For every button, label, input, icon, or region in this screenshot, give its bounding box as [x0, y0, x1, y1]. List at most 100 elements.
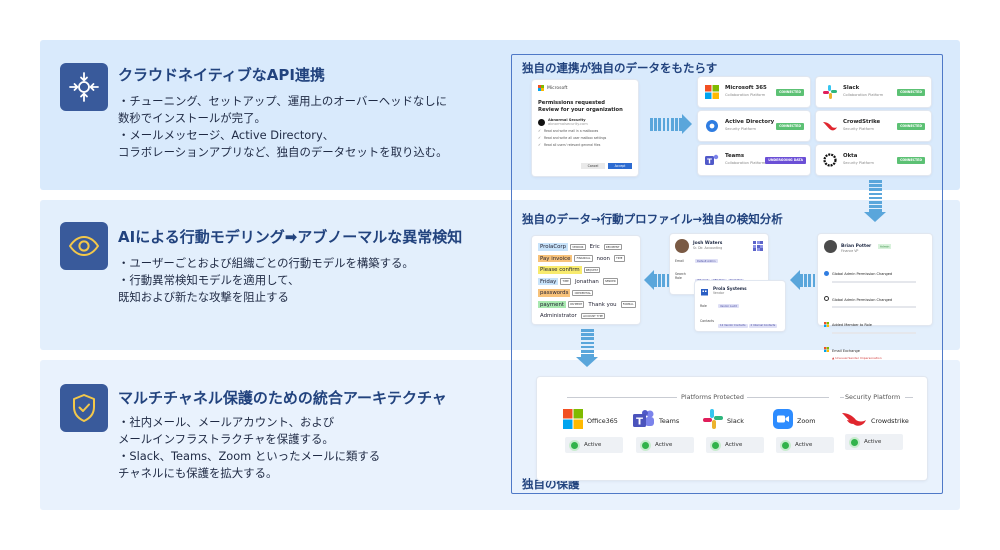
- integration-name: CrowdStrike: [843, 119, 881, 125]
- highlight-text: Pay invoice: [538, 254, 573, 263]
- avatar: [824, 240, 837, 253]
- teams-icon: T: [704, 152, 720, 168]
- flow-arrow-left: [790, 270, 820, 290]
- integration-name: Okta: [843, 153, 858, 159]
- status-label: Active: [655, 442, 673, 448]
- flow-label-analysis: 独自のデータ→行動プロファイル→独自の検知分析: [522, 212, 783, 226]
- flow-label-protection: 独自の保護: [522, 477, 580, 491]
- field-label: Email: [675, 259, 684, 264]
- integration-type: Security Platform: [843, 161, 875, 165]
- status-dot: [642, 441, 649, 449]
- integration-name: Microsoft 365: [725, 85, 767, 91]
- highlight-text: Administrator: [540, 313, 577, 319]
- semantic-tags-card: ProlaCorp VENDOR Eric RECIPIENT Pay invo…: [532, 236, 640, 324]
- vendor-profile-card: Prola Systems Vendor Role Vendor Audit C…: [695, 281, 785, 331]
- highlight-text: payment: [538, 300, 567, 309]
- microsoft-icon: [824, 337, 829, 352]
- status-label: Active: [725, 442, 743, 448]
- role-chip: Slack Eng: [727, 278, 745, 284]
- profile-role: Sr. Dir. Accounting: [693, 246, 723, 250]
- okta-icon: [824, 286, 829, 301]
- entity-tag: FINANCIAL: [574, 255, 593, 262]
- highlight-text: Friday: [538, 277, 559, 286]
- status-badge: UNDERGOING DATA: [765, 156, 806, 164]
- entity-tag: CREDENTIAL: [572, 289, 594, 297]
- active-status: Active: [636, 437, 694, 453]
- integration-name: Slack: [843, 85, 860, 91]
- focus-arrows-icon: [60, 63, 108, 111]
- alert-label: Unusual Sender Impersonation: [835, 355, 882, 360]
- accept-button[interactable]: Accept: [608, 163, 632, 169]
- role-chip: IDS Acct: [695, 278, 710, 284]
- integration-type: Security Platform: [843, 127, 875, 131]
- shield-check-icon: [60, 384, 108, 432]
- integration-name: Active Directory: [725, 119, 775, 125]
- user-profile-card: Josh Waters Sr. Dir. Accounting Email De…: [670, 234, 768, 294]
- integration-type: Security Platform: [725, 127, 757, 131]
- highlight-text: noon: [596, 255, 610, 262]
- integration-type: Collaboration Platform: [725, 93, 766, 97]
- admin-badge: Admin: [878, 243, 891, 249]
- app-avatar: [538, 118, 545, 126]
- event-label: Global Admin Permission Changed: [832, 297, 893, 302]
- microsoft-icon: [538, 85, 544, 91]
- permission-title: Permissions requested: [538, 100, 605, 106]
- active-status: Active: [776, 437, 834, 453]
- profile-name: Brian Potter: [841, 244, 872, 249]
- highlight-text: Eric: [589, 244, 600, 250]
- qr-icon: [753, 241, 763, 251]
- role-chip: 2 Internal Contacts: [748, 323, 778, 329]
- section-title: AIによる行動モデリング➡アブノーマルな異常検知: [118, 228, 463, 246]
- platform-item: Zoom: [773, 409, 815, 433]
- field-label: Role: [700, 304, 707, 309]
- integration-name: Teams: [725, 153, 745, 159]
- bullet: ・社内メール、メールアカウント、および: [118, 415, 335, 429]
- status-label: Active: [864, 439, 882, 445]
- flow-arrow-down: [864, 180, 886, 222]
- role-chip: ABC Rule: [710, 278, 727, 284]
- status-badge: CONNECTED: [897, 122, 925, 130]
- entity-tag: REQUEST: [583, 266, 601, 274]
- event-label: Added Member to Role: [832, 323, 872, 327]
- crowdstrike-icon: [822, 118, 838, 134]
- platform-item: T Teams: [633, 409, 679, 433]
- bullet: コラボレーションアプリなど、独自のデータセットを取り込む。: [118, 145, 448, 159]
- flow-arrow-down: [576, 329, 598, 367]
- app-name: Abnormal Security: [548, 118, 586, 122]
- permission-item: Read all users' relevant general files: [538, 143, 632, 148]
- permission-item: Read and write mail in a mailboxes: [538, 129, 632, 134]
- entity-tag: RECIPIENT: [603, 243, 622, 251]
- event-label: Email Exchange: [832, 348, 860, 353]
- status-dot: [571, 441, 578, 449]
- vendor-name: Prola Systems: [713, 286, 747, 291]
- bullet: ・メールメッセージ、Active Directory、: [118, 128, 335, 142]
- bullet: チャネルにも保護を拡大する。: [118, 466, 278, 480]
- group-label: Security Platform: [845, 393, 901, 401]
- permission-item: Read and write all user mailbox settings: [538, 136, 632, 141]
- section-bullets: ・チューニング、セットアップ、運用上のオーバーヘッドなしに 数秒でインストールが…: [118, 93, 448, 161]
- highlight-text: Please confirm: [538, 266, 582, 274]
- section-bullets: ・ユーザーごとおよび組織ごとの行動モデルを構築する。 ・行動異常検知モデルを適用…: [118, 255, 414, 306]
- entity-tag: VENDOR: [570, 243, 586, 251]
- svg-text:T: T: [636, 417, 643, 428]
- slack-icon: [822, 84, 838, 100]
- status-badge: CONNECTED: [897, 88, 925, 96]
- flow-outline: [511, 54, 943, 494]
- bullet: ・Slack、Teams、Zoom といったメールに類する: [118, 449, 381, 463]
- platform-item: Slack: [703, 409, 744, 433]
- highlight-text: Thank you: [588, 301, 617, 308]
- role-chip: 12 Vendor Contacts: [718, 323, 748, 329]
- integration-type: Collaboration Platform: [725, 161, 766, 165]
- permission-subtitle: Review for your organization: [538, 106, 623, 113]
- entity-tag: PAYMENT: [568, 301, 585, 308]
- active-status: Active: [565, 437, 623, 453]
- status-dot: [712, 441, 719, 449]
- brand-label: Microsoft: [547, 85, 568, 91]
- cancel-button[interactable]: Cancel: [581, 163, 605, 169]
- highlight-text: Jonathan: [574, 278, 599, 285]
- section-title: クラウドネイティブなAPI連携: [118, 66, 325, 84]
- zoom-icon: [773, 409, 793, 433]
- bullet: 数秒でインストールが完了。: [118, 111, 266, 125]
